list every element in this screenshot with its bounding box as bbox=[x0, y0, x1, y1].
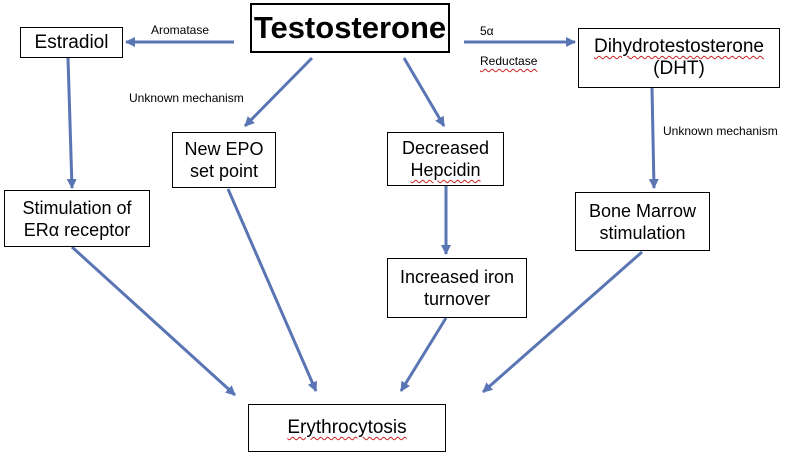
arrow-epo-to-erythrocytosis bbox=[226, 188, 318, 392]
arrow-era-to-erythrocytosis bbox=[70, 245, 237, 397]
reductase-label-line2: Reductase bbox=[480, 54, 538, 68]
erythrocytosis-box: Erythrocytosis bbox=[248, 404, 446, 452]
iron-label-line1: Increased iron bbox=[399, 267, 515, 287]
aromatase-label: Aromatase bbox=[151, 23, 210, 37]
era-box: Stimulation of ERα receptor bbox=[4, 190, 150, 247]
unknown-mechanism-right-label: Unknown mechanism bbox=[663, 124, 778, 138]
dht-box: Dihydrotestosterone (DHT) bbox=[578, 28, 780, 88]
arrow-dht-to-marrow bbox=[648, 87, 659, 189]
marrow-label-line2: stimulation bbox=[599, 222, 686, 243]
arrow-testosterone-to-epo bbox=[243, 56, 314, 128]
hepcidin-box: Decreased Hepcidin bbox=[387, 132, 504, 186]
arrow-iron-to-erythrocytosis bbox=[399, 317, 448, 392]
epo-label-line2: set point bbox=[189, 161, 259, 181]
reductase-label: 5α Reductase bbox=[480, 9, 537, 84]
arrow-estradiol-to-era bbox=[66, 57, 77, 189]
erythrocytosis-label: Erythrocytosis bbox=[287, 417, 407, 438]
iron-label-line2: turnover bbox=[423, 289, 491, 309]
epo-label-line1: New EPO bbox=[184, 139, 264, 159]
arrow-testosterone-to-hepcidin bbox=[402, 57, 446, 127]
testosterone-box: Testosterone bbox=[250, 3, 450, 53]
dht-label-line2: (DHT) bbox=[653, 58, 705, 79]
marrow-box: Bone Marrow stimulation bbox=[575, 192, 710, 251]
era-label-line2: ERα receptor bbox=[23, 219, 131, 240]
epo-box: New EPO set point bbox=[172, 132, 276, 188]
testosterone-label: Testosterone bbox=[253, 10, 447, 45]
estradiol-box: Estradiol bbox=[20, 27, 123, 58]
iron-box: Increased iron turnover bbox=[387, 258, 527, 318]
era-label-line1: Stimulation of bbox=[22, 197, 132, 218]
arrow-marrow-to-erythrocytosis bbox=[482, 250, 643, 394]
hepcidin-label-line2: Hepcidin bbox=[410, 160, 481, 180]
unknown-mechanism-left-label: Unknown mechanism bbox=[129, 91, 244, 105]
hepcidin-label-line1: Decreased bbox=[401, 138, 490, 158]
estradiol-label: Estradiol bbox=[34, 31, 109, 53]
marrow-label-line1: Bone Marrow bbox=[588, 200, 697, 221]
dht-label-line1: Dihydrotestosterone bbox=[593, 36, 765, 57]
reductase-label-line1: 5α bbox=[480, 24, 494, 38]
